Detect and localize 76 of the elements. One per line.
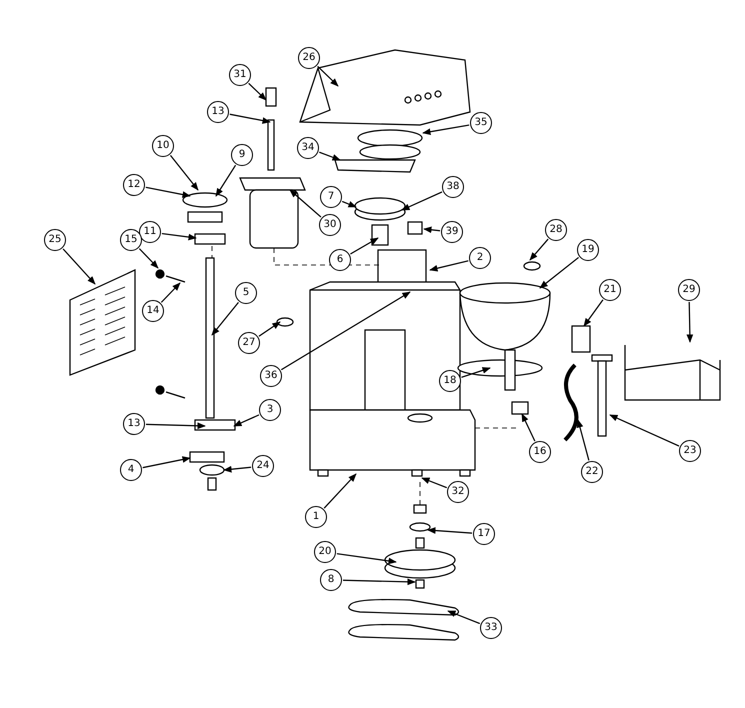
- callout-number: 38: [442, 176, 464, 198]
- callout-number: 20: [314, 541, 336, 563]
- leader-line: [223, 466, 252, 473]
- leader-line: [233, 414, 260, 427]
- callout-number: 10: [152, 135, 174, 157]
- leader-line: [317, 66, 339, 87]
- leader-line: [230, 114, 271, 124]
- callout-number: 15: [120, 229, 142, 251]
- callout-number: 8: [320, 569, 342, 591]
- callout-number: 23: [679, 440, 701, 462]
- callout-number: 36: [260, 365, 282, 387]
- leader-line: [539, 256, 579, 289]
- leader-line: [146, 186, 191, 198]
- callout-number: 21: [599, 279, 621, 301]
- leader-line: [423, 226, 440, 234]
- callout-number: 5: [235, 282, 257, 304]
- callout-number: 22: [581, 461, 603, 483]
- leader-line: [584, 299, 604, 327]
- leader-line: [170, 155, 199, 191]
- callout-number: 11: [139, 221, 161, 243]
- leader-line: [319, 152, 341, 161]
- callout-number: 33: [480, 617, 502, 639]
- callout-number: 34: [297, 137, 319, 159]
- callout-number: 14: [142, 300, 164, 322]
- leader-line: [342, 200, 357, 208]
- callout-number: 26: [298, 47, 320, 69]
- leader-line: [576, 419, 590, 461]
- leader-line: [447, 610, 480, 624]
- leader-line: [421, 477, 448, 488]
- callout-number: 30: [319, 214, 341, 236]
- callout-number: 12: [123, 174, 145, 196]
- callout-number: 39: [441, 221, 463, 243]
- leader-line: [62, 248, 96, 285]
- leader-line: [609, 414, 680, 447]
- callout-number: 29: [678, 279, 700, 301]
- callout-number: 7: [320, 186, 342, 208]
- callout-number: 6: [329, 249, 351, 271]
- callout-number: 24: [252, 455, 274, 477]
- callout-number: 4: [120, 459, 142, 481]
- callout-number: 2: [469, 247, 491, 269]
- leader-line: [429, 260, 468, 272]
- leader-line: [248, 82, 267, 101]
- leader-line: [427, 527, 472, 534]
- leader-line: [162, 232, 197, 240]
- callout-number: 1: [305, 506, 327, 528]
- leader-line: [160, 282, 181, 303]
- callout-number: 27: [238, 332, 260, 354]
- callout-number: 31: [229, 64, 251, 86]
- callout-number: 9: [231, 144, 253, 166]
- callout-number: 13: [123, 413, 145, 435]
- leader-line: [280, 291, 411, 370]
- leader-line: [289, 189, 322, 218]
- leader-line: [146, 422, 206, 430]
- leader-line: [142, 456, 191, 468]
- leader-line: [216, 164, 236, 197]
- callout-number: 32: [447, 481, 469, 503]
- leader-line: [211, 302, 239, 336]
- leader-line: [422, 124, 470, 136]
- leader-line: [258, 322, 281, 337]
- leader-line: [342, 578, 416, 586]
- leader-line: [336, 553, 397, 564]
- leader-line: [521, 413, 536, 442]
- leader-line: [401, 191, 442, 211]
- callout-number: 16: [529, 441, 551, 463]
- callout-number: 35: [470, 112, 492, 134]
- callout-number: 25: [44, 229, 66, 251]
- leader-line: [324, 473, 357, 509]
- callout-number: 28: [545, 219, 567, 241]
- callout-number: 17: [473, 523, 495, 545]
- leader-line: [138, 248, 159, 269]
- callout-number: 13: [207, 101, 229, 123]
- callout-number: 19: [577, 239, 599, 261]
- leader-line: [350, 237, 379, 254]
- leader-line: [686, 302, 694, 343]
- leader-line: [529, 238, 549, 261]
- callout-number: 3: [259, 399, 281, 421]
